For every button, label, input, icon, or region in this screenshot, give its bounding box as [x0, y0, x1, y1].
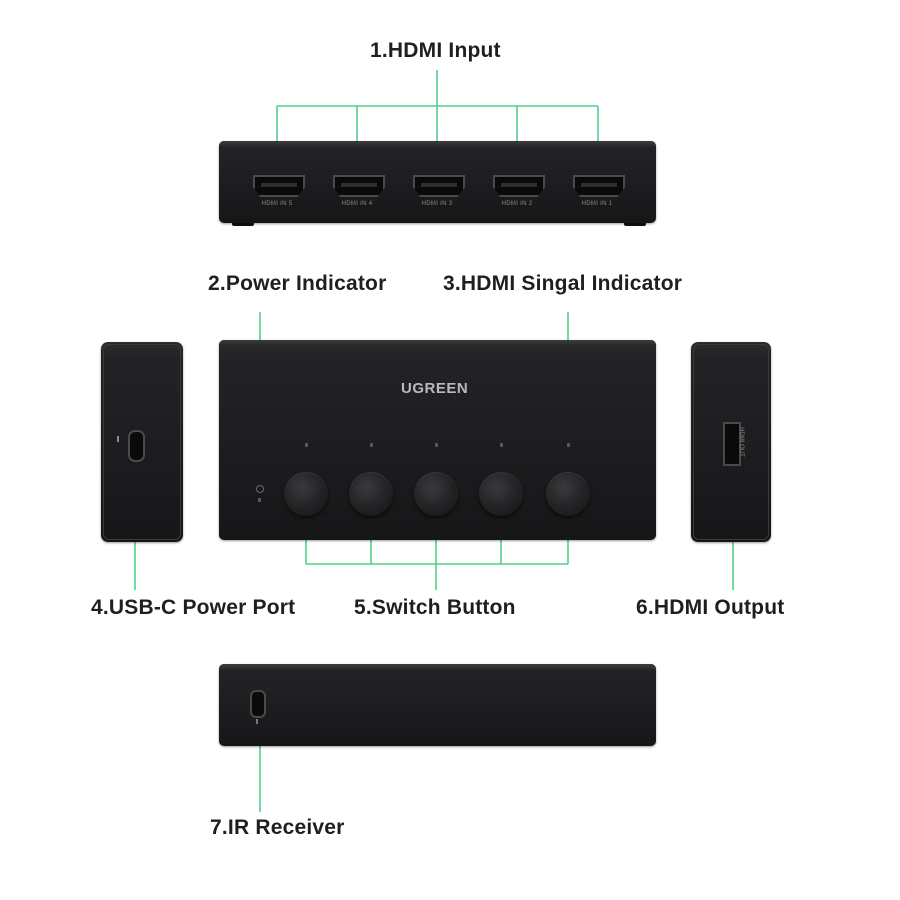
power-indicator-label: 2.Power Indicator [208, 272, 387, 295]
hdmi-in-port-caption: HDMI IN 5 [261, 201, 293, 207]
hdmi-in-port [413, 175, 465, 197]
hdmi-in-port [573, 175, 625, 197]
switch-button [546, 472, 590, 516]
hdmi-out-caption: HDMI OUT [737, 427, 744, 457]
usb-c-port [128, 430, 145, 462]
ir-receiver-window [250, 690, 266, 718]
side-bevel [693, 344, 769, 540]
hdmi-in-port-caption: HDMI IN 3 [421, 201, 453, 207]
ir-receiver-label: 7.IR Receiver [210, 816, 345, 839]
switch-button [414, 472, 458, 516]
signal-indicator-led [500, 443, 503, 447]
switch-left-side-view [101, 342, 183, 542]
hdmi-in-port-caption: HDMI IN 2 [501, 201, 533, 207]
hdmi-in-port [493, 175, 545, 197]
signal-indicator-led [305, 443, 308, 447]
usbc-power-port-label: 4.USB-C Power Port [91, 596, 296, 619]
device-edge [219, 141, 656, 147]
hdmi-in-port-caption: HDMI IN 1 [581, 201, 613, 207]
power-indicator-led [258, 498, 261, 502]
switch-button [349, 472, 393, 516]
hdmi-output-label: 6.HDMI Output [636, 596, 785, 619]
switch-ir-side-view [219, 664, 656, 746]
hdmi-in-port [333, 175, 385, 197]
device-edge [219, 340, 656, 346]
hdmi-signal-indicator-label: 3.HDMI Singal Indicator [443, 272, 683, 295]
hdmi-input-label: 1.HDMI Input [370, 39, 501, 62]
switch-right-side-view: HDMI OUT [691, 342, 771, 542]
switch-button [479, 472, 523, 516]
hdmi-out-port [723, 422, 741, 466]
device-foot [232, 223, 254, 226]
switch-front-view: UGREEN [219, 340, 656, 540]
power-symbol-icon [117, 436, 119, 442]
signal-indicator-led [435, 443, 438, 447]
power-led-icon [256, 485, 264, 493]
brand-logo: UGREEN [401, 380, 469, 397]
hdmi-in-port [253, 175, 305, 197]
switch-back-view: HDMI IN 5 HDMI IN 4 HDMI IN 3 HDMI IN 2 … [219, 141, 656, 223]
switch-button [284, 472, 328, 516]
signal-indicator-led [567, 443, 570, 447]
hdmi-in-port-caption: HDMI IN 4 [341, 201, 373, 207]
ir-icon [256, 719, 258, 724]
device-foot [624, 223, 646, 226]
device-edge [219, 664, 656, 670]
side-bevel [103, 344, 181, 540]
switch-button-label: 5.Switch Button [354, 596, 516, 619]
signal-indicator-led [370, 443, 373, 447]
